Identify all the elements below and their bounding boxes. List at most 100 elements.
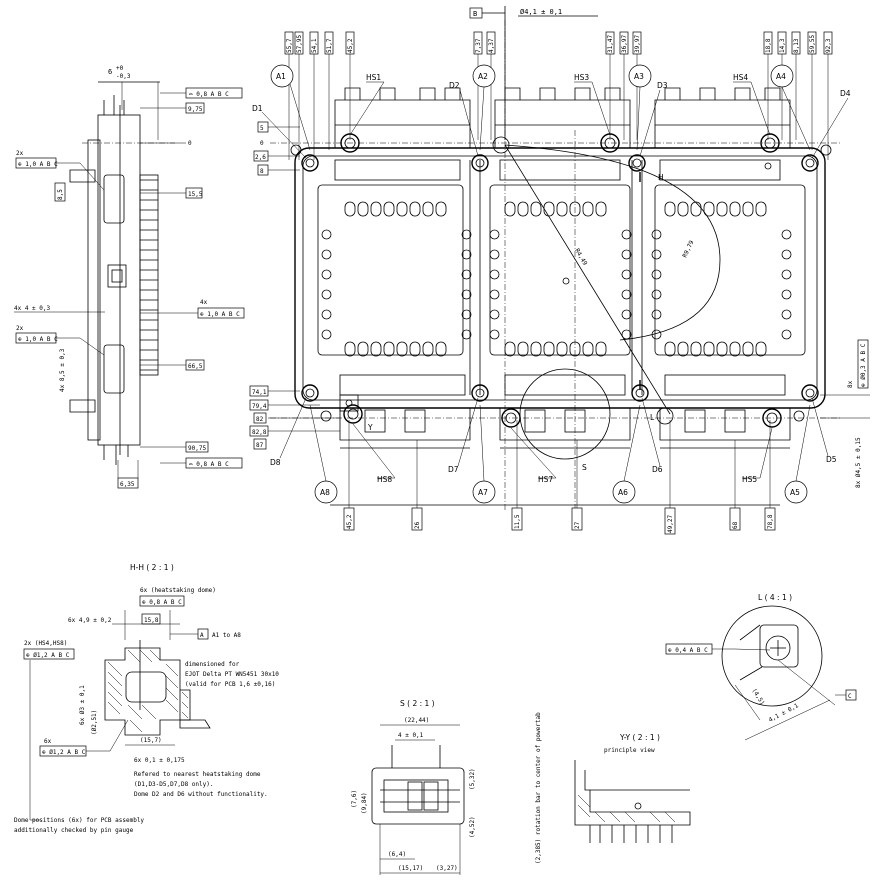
left-dimension-labels: 5 0 2,6 8 — [253, 121, 300, 176]
s-dim-5-32: (5,32) — [469, 768, 476, 790]
hs-label: 2x (HS4,HS8) — [24, 640, 67, 647]
heatstake-tol: ⊕ 0,8 A B C — [142, 599, 182, 606]
dim-label: 39,97 — [634, 35, 641, 53]
module-frame — [294, 147, 826, 409]
section-hh: H-H ( 2 : 1 ) 6x (heatstaking dome) ⊕ 0,… — [14, 563, 279, 834]
detail-l-circle — [721, 605, 823, 707]
svg-text:8x Ø4,5 ± 0,15: 8x Ø4,5 ± 0,15 — [855, 437, 862, 488]
tol-c-frame: ⊕ 1,0 A B C — [18, 336, 58, 343]
svg-text:27: 27 — [574, 521, 581, 529]
dim-3: 6x Ø3 ± 0,1 — [79, 685, 86, 725]
dim-label: 36,97 — [621, 35, 628, 53]
a1-label: A1 — [276, 72, 286, 81]
vert-dim-8-5: 4x 8,5 ± 0,3 — [59, 348, 66, 392]
four-x-dim: 4x 4 ± 0,3 — [14, 305, 51, 312]
four-x-label: 4x — [200, 299, 208, 306]
note-pos-1: Dome positions (6x) for PCB assembly — [14, 817, 144, 824]
hs3-label: HS3 — [574, 73, 589, 82]
top-dimension-labels: 55,7 57,95 54,1 51,7 45,2 7,37 4,37 31,4… — [284, 31, 833, 55]
datum-a: A — [200, 632, 204, 639]
svg-text:+0: +0 — [116, 65, 124, 72]
a6-label: A6 — [618, 488, 628, 497]
dim-15-7: (15,7) — [140, 737, 162, 744]
d8-label: D8 — [270, 458, 281, 467]
note-ref-2: (D1,D3-D5,D7,D8 only). — [134, 781, 213, 788]
dim-label: 57,95 — [296, 35, 303, 53]
d1-label: D1 — [252, 104, 263, 113]
d2-label: D2 — [449, 81, 460, 90]
dim-9-75: 9,75 — [188, 106, 203, 113]
d7-label: D7 — [448, 465, 459, 474]
dim-label: 18,8 — [765, 38, 772, 53]
section-hh-title: H-H ( 2 : 1 ) — [130, 563, 174, 572]
radius-dim-label: R9,79 — [681, 239, 695, 259]
dim-6-35: 6,35 — [120, 481, 135, 488]
dim-15-8: 15,8 — [144, 617, 159, 624]
section-s: S ( 2 : 1 ) (22,44) 4 ± 0,1 (5,32) (9,84… — [351, 699, 476, 875]
svg-text:87: 87 — [256, 442, 264, 449]
a4-label: A4 — [776, 72, 786, 81]
radius-dim-label: R4,49 — [573, 248, 588, 267]
callout-labels: HS1 HS3 HS4 HS5 HS7 HS8 D1 D2 D3 D4 D5 D… — [252, 64, 851, 504]
s-dim-4-52: (4,52) — [469, 816, 476, 838]
hs-tol: ⊕ Ø1,2 A B C — [26, 652, 70, 659]
section-yy-title: Y-Y ( 2 : 1 ) — [619, 733, 660, 742]
dim-label: 8,13 — [793, 38, 800, 53]
dim-0-1: 6x 0,1 ± 0,175 — [134, 757, 185, 764]
svg-text:74,1: 74,1 — [252, 389, 267, 396]
svg-text:45,2: 45,2 — [346, 514, 353, 529]
dim-4-9: 6x 4,9 ± 0,2 — [68, 617, 112, 624]
dim-label: 31,47 — [607, 35, 614, 53]
lower-terminals — [339, 408, 791, 449]
mounting-holes — [290, 133, 832, 428]
hs7-label: HS7 — [538, 475, 553, 484]
datum-b-label: B — [473, 10, 477, 18]
svg-text:0: 0 — [260, 140, 264, 147]
svg-text:-0,3: -0,3 — [116, 73, 131, 80]
svg-text:26: 26 — [414, 521, 421, 529]
a-range: A1 to A8 — [212, 632, 241, 639]
svg-text:2,6: 2,6 — [255, 154, 266, 161]
svg-text:8x: 8x — [847, 380, 854, 388]
section-mark-l: L — [650, 413, 655, 422]
dim-label: 14,3 — [779, 38, 786, 53]
note-dim-1: dimensioned for — [185, 661, 240, 668]
s-dim-6-4: (6,4) — [388, 851, 406, 858]
d4-label: D4 — [840, 89, 851, 98]
side-top-tolerance: 6 — [108, 68, 112, 76]
detail-l-tol: ⊕ 0,4 A B C — [668, 647, 708, 654]
dim-label: 59,55 — [809, 35, 816, 53]
svg-text:82,8: 82,8 — [252, 429, 267, 436]
hs8-label: HS8 — [377, 475, 392, 484]
dim-0: 0 — [188, 140, 192, 147]
bottom-dimension-labels: 45,2 26 11,5 27 49,27 68 78,8 — [330, 420, 780, 535]
dim-15-5: 15,5 — [188, 191, 203, 198]
section-yy-subtitle: principle view — [604, 747, 655, 754]
note-dim-2: EJOT Delta PT WN5451 30x10 — [185, 671, 279, 678]
d3-label: D3 — [657, 81, 668, 90]
svg-text:79,4: 79,4 — [252, 403, 267, 410]
tol-2x-b: 2x — [16, 325, 24, 332]
note-pos-2: additionally checked by pin gauge — [14, 827, 134, 834]
note-ref-1: Refered to nearest heatstaking dome — [134, 771, 261, 778]
bottom-left-dimension-labels: 74,1 79,4 82 82,8 87 — [249, 385, 340, 450]
svg-text:82: 82 — [256, 416, 264, 423]
svg-text:68: 68 — [732, 521, 739, 529]
detail-l-dim-4-1: 4,1 ± 0,1 — [768, 702, 800, 724]
note-dim-3: (valid for PCB 1,6 ±0,16) — [185, 681, 275, 688]
svg-text:5: 5 — [260, 125, 264, 132]
detail-l: L ( 4 : 1 ) ⊕ 0,4 A B C (4,5) 4,1 ± 0,1 … — [665, 593, 857, 741]
dim-66-5: 66,5 — [188, 363, 203, 370]
a8-label: A8 — [320, 488, 330, 497]
d5-label: D5 — [826, 455, 837, 464]
note-ref-3: Dome D2 and D6 without functionality. — [134, 791, 268, 798]
right-tolerance: 8x ⊕ Ø0,3 A B C 8x Ø4,5 ± 0,15 — [820, 339, 870, 488]
dim-90-75: 90,75 — [188, 445, 206, 452]
section-mark-h: H — [658, 173, 664, 182]
dim-label: 4,37 — [488, 38, 495, 53]
dim-label: 51,7 — [326, 38, 333, 53]
dim-label: 55,7 — [286, 38, 293, 53]
svg-text:11,5: 11,5 — [514, 514, 521, 529]
svg-text:8: 8 — [260, 168, 264, 175]
